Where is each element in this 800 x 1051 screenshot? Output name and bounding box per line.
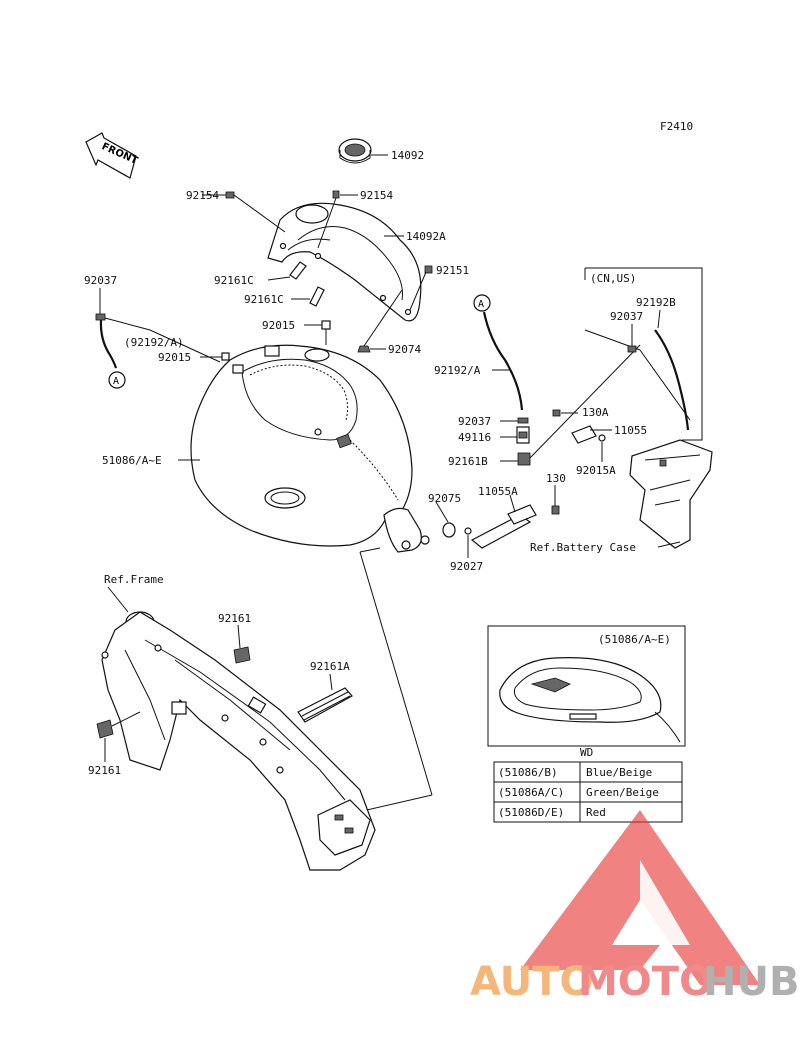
- valve-49116-part: [516, 426, 530, 444]
- callout-130a: 130A: [582, 406, 609, 419]
- automotohub-logo-icon: [520, 810, 760, 985]
- callout-92151: 92151: [436, 264, 469, 277]
- callout-92074: 92074: [388, 343, 421, 356]
- callout-92037-right: 92037: [610, 310, 643, 323]
- callout-92161c-1: 92161C: [214, 274, 254, 287]
- tank-color-inset: [487, 625, 686, 747]
- damper-92075-part: [435, 501, 472, 558]
- front-arrow-icon: FRONT: [85, 132, 139, 179]
- callout-92154-right: 92154: [360, 189, 393, 202]
- grommet-92074-part: [357, 289, 403, 353]
- marker-a-mid: A: [473, 294, 491, 312]
- marker-a-left: A: [108, 371, 126, 389]
- bolt-130-part: [551, 485, 560, 515]
- inset-label: (51086/A~E): [598, 633, 671, 646]
- callout-92161-top: 92161: [218, 612, 251, 625]
- color-table-row: (51086D/E) Red: [498, 806, 606, 819]
- color-table-part: (51086/B): [498, 766, 558, 779]
- bolt-130a-part: [552, 409, 561, 417]
- breather-hose-mid-part: [482, 311, 524, 411]
- callout-92037-mid: 92037: [458, 415, 491, 428]
- color-table-part: (51086A/C): [498, 786, 564, 799]
- callout-92015-upper: 92015: [262, 319, 295, 332]
- callout-92161-bottom: 92161: [88, 764, 121, 777]
- damper-92161c-2-part: [309, 286, 325, 307]
- clip-92015-upper-part: [321, 320, 331, 345]
- callout-130: 130: [546, 472, 566, 485]
- damper-92161-bottom-part: [96, 711, 141, 762]
- color-table-part: (51086D/E): [498, 806, 564, 819]
- color-table-header: WD: [580, 746, 593, 759]
- callout-cn-us: (CN,US): [590, 272, 636, 285]
- callout-51086: 51086/A~E: [102, 454, 162, 467]
- damper-92161-top-part: [233, 624, 251, 664]
- ref-frame-label: Ref.Frame: [104, 573, 164, 586]
- hose-clamp-92037-part: [517, 417, 529, 424]
- marker-a-left-label: A: [113, 376, 119, 387]
- watermark-hub: HUB: [703, 959, 799, 1005]
- fuel-tank-part: [190, 344, 430, 553]
- clip-92015-left-part: [221, 352, 230, 361]
- ref-battery-case-label: Ref.Battery Case: [530, 541, 636, 554]
- callout-92015a: 92015A: [576, 464, 616, 477]
- callout-92192a-left: (92192/A): [124, 336, 184, 349]
- callout-11055a: 11055A: [478, 485, 518, 498]
- bracket-11055-part: [571, 425, 606, 444]
- callout-14092: 14092: [391, 149, 424, 162]
- color-table-color: Green/Beige: [586, 786, 659, 799]
- automotohub-watermark: AUTO MOTO HUB: [470, 959, 799, 1005]
- color-table-row: (51086/B) Blue/Beige: [498, 766, 652, 779]
- damper-92161c-1-part: [289, 261, 307, 280]
- callout-92192a: 92192/A: [434, 364, 481, 377]
- breather-hose-right-part: [627, 309, 690, 431]
- callout-92015-left: 92015: [158, 351, 191, 364]
- watermark-moto: MOTO: [578, 959, 713, 1005]
- frame-part: [101, 611, 376, 871]
- screw-92151-part: [409, 265, 433, 311]
- callout-92154-left: 92154: [186, 189, 219, 202]
- callout-11055: 11055: [614, 424, 647, 437]
- bolt-92154-right-part: [317, 190, 340, 249]
- damper-92161a-part: [297, 673, 353, 723]
- color-table-color: Blue/Beige: [586, 766, 652, 779]
- callout-92037-left: 92037: [84, 274, 117, 287]
- callout-92027: 92027: [450, 560, 483, 573]
- figure-code: F2410: [660, 120, 693, 133]
- breather-hose-left-part: [95, 313, 221, 369]
- color-table-row: (51086A/C) Green/Beige: [498, 786, 659, 799]
- callout-92192b: 92192B: [636, 296, 676, 309]
- fuel-cap-part: [338, 138, 388, 164]
- marker-a-mid-label: A: [478, 299, 484, 310]
- callout-92161a: 92161A: [310, 660, 350, 673]
- callout-49116: 49116: [458, 431, 491, 444]
- bolt-92154-left-part: [225, 191, 286, 233]
- callout-92161b: 92161B: [448, 455, 488, 468]
- battery-case-part: [629, 439, 713, 549]
- tank-cover-part: [267, 202, 422, 322]
- holder-92161b-part: [517, 344, 641, 466]
- color-table-color: Red: [586, 806, 606, 819]
- color-table: [493, 761, 683, 823]
- bracket-11055a-part: [470, 494, 537, 549]
- callout-92075: 92075: [428, 492, 461, 505]
- callout-14092a: 14092A: [406, 230, 446, 243]
- watermark-auto: AUTO: [470, 959, 594, 1005]
- callout-92161c-2: 92161C: [244, 293, 284, 306]
